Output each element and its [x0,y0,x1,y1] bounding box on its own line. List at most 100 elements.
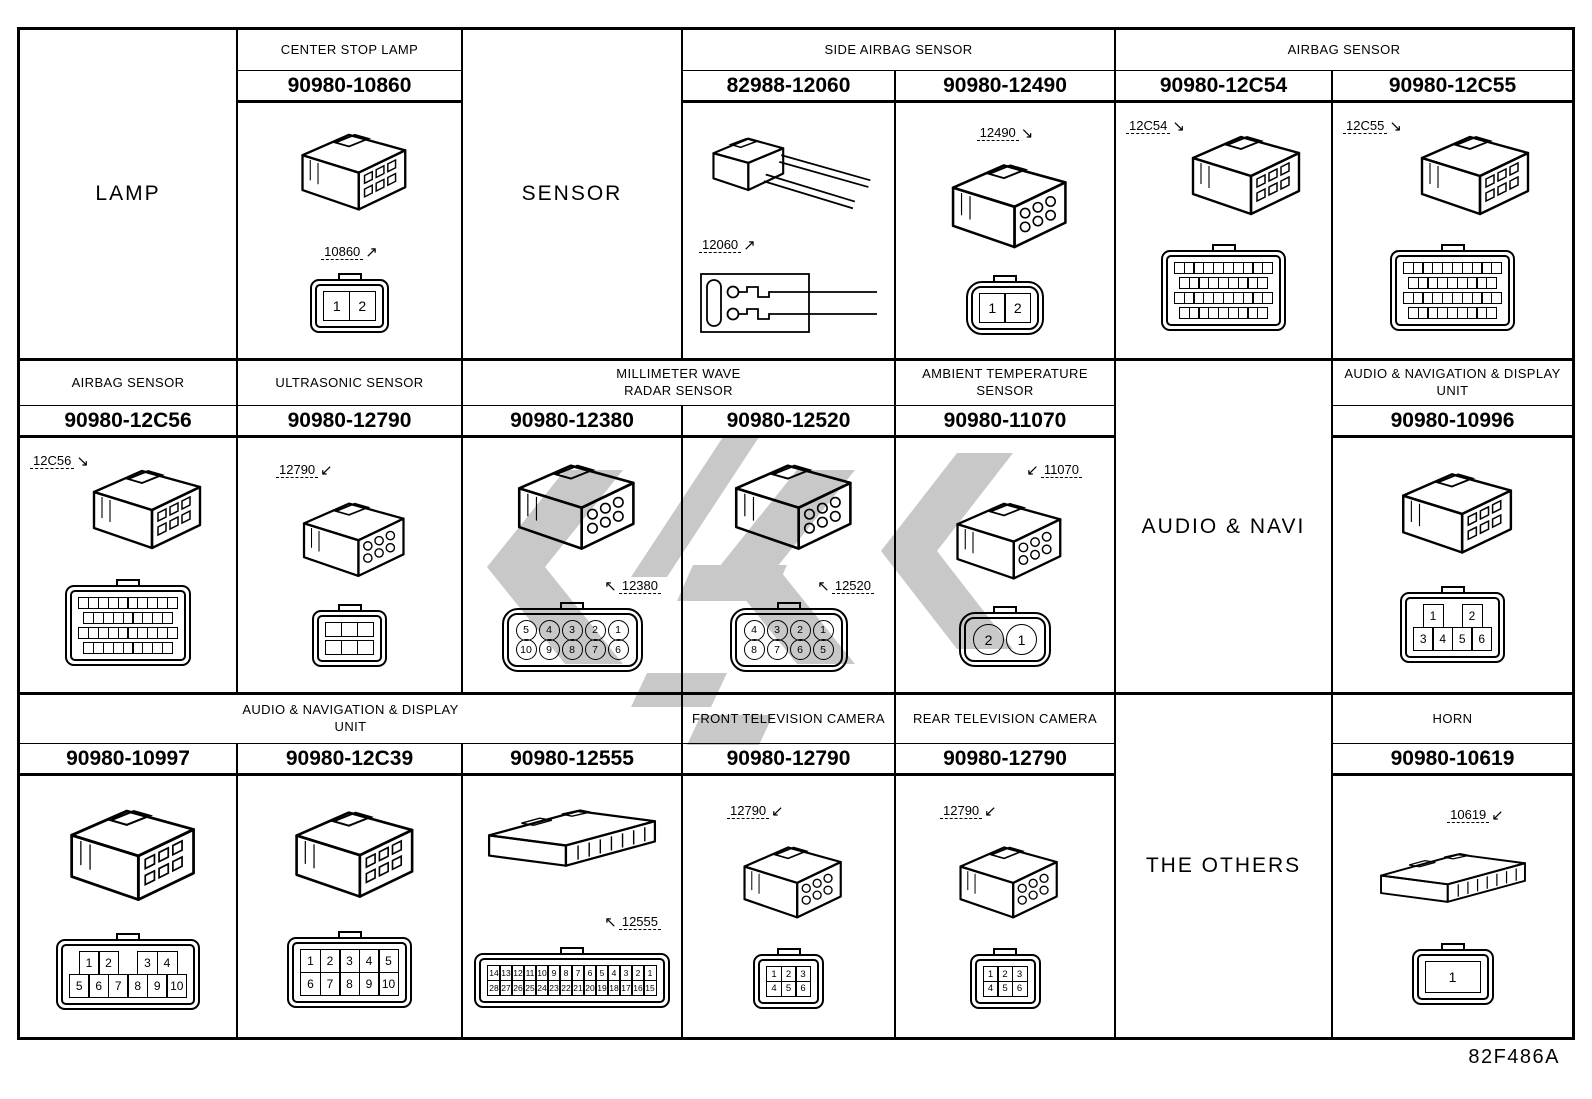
callout: 12490 ↘ [976,126,1033,141]
part-number: 90980-12790 [896,744,1114,776]
pin-cell: 3 [1412,626,1434,651]
pin-cell: 1 [78,951,100,976]
pin-cell: 5 [595,965,609,982]
pin-cell: 5 [997,980,1013,997]
group-header-label: AMBIENT TEMPERATURE [922,366,1088,382]
connector-illustration [78,464,208,564]
pin-cell: 1 [982,966,999,983]
arrow-down-left-icon: ↙ [1491,806,1504,824]
pin-cell: 6 [795,980,811,997]
group-horn: HORN 90980-10619 10619 ↙ 1 [1333,695,1572,1037]
callout: 10860 ↗ [321,245,378,260]
group-header: MILLIMETER WAVE RADAR SENSOR [463,361,894,406]
pin-cell [166,626,178,639]
drawing-code: 82F486A [1468,1046,1560,1068]
connector-illustration [1387,467,1519,569]
callout: ↖ 12520 [817,579,874,595]
connector-illustration [53,803,203,918]
callout: 12790 ↙ [727,804,784,820]
pin-cell: 2 [780,966,797,983]
category-label: LAMP [95,182,161,205]
pin-cell: 16 [631,979,645,996]
pin-round: 4 [743,619,765,641]
pin-cell [166,596,178,609]
illustration-area: 10619 ↙ 1 [1333,776,1572,1037]
pin-cell: 14 [487,965,501,982]
pin-row: 1 [1424,961,1481,994]
pin-cell: 1 [323,290,351,321]
part-cell: 82988-12060 12060 ↗ [683,71,896,358]
callout: ↖ 12380 [604,578,661,596]
group-header-label: ULTRASONIC SENSOR [275,374,424,390]
pin-cell: 1 [1422,604,1444,629]
terminal-schematic [699,272,877,333]
pin-cell: 6 [1011,980,1028,997]
group-audio-navigation-display-unit-row2: AUDIO & NAVIGATION & DISPLAY UNIT 90980-… [1333,361,1572,692]
callout: 12C55 ↘ [1343,119,1402,134]
part-number: 90980-12790 [683,744,894,776]
pin-round: 1 [812,619,834,641]
pin-cell: 19 [595,979,609,996]
pin-cell: 1 [978,293,1006,323]
pin-round: 4 [538,619,560,641]
arrow-down-left-icon: ↙ [984,803,997,821]
group-header-label: AUDIO & NAVIGATION & DISPLAY [1344,366,1561,382]
pin-cell: 9 [358,971,380,996]
category-cell-audio-navi: AUDIO & NAVI [1116,361,1333,692]
pin-cell [1486,307,1498,320]
part-cell: 90980-10619 10619 ↙ 1 [1333,744,1572,1037]
pin-row [325,640,374,655]
callout-label: 10619 [1447,808,1490,823]
callout-label: 12C55 [1343,119,1388,134]
group-audio-navigation-display-unit-row3: AUDIO & NAVIGATION & DISPLAY UNIT 90980-… [20,695,683,1037]
callout-label: 12790 [727,804,770,820]
part-number: 90980-10997 [20,744,236,776]
connector-illustration [936,158,1074,264]
pin-round: 5 [812,639,834,661]
pin-cell: 26 [511,979,525,996]
pin-cell: 10 [378,971,399,996]
pin-cell [161,611,173,624]
category-label: THE OTHERS [1145,854,1302,877]
pin-cell: 2 [631,965,645,982]
part-cell: 90980-12790 12790 ↙ [238,406,461,692]
part-number: 90980-12C39 [238,744,461,776]
pin-cell [325,640,343,655]
category-cell-lamp: LAMP [20,30,238,358]
pin-cell: 4 [1432,626,1454,651]
part-number: 90980-12520 [683,406,894,438]
part-number: 90980-12C54 [1116,71,1331,103]
part-number: 90980-12490 [896,71,1114,103]
pin-row [1407,307,1498,320]
pin-cell [1262,262,1274,275]
part-number: 90980-10860 [238,71,461,103]
pin-cell: 2 [1461,604,1483,629]
pin-row [1178,307,1269,320]
arrow-down-left-icon: ↙ [1026,461,1039,479]
group-header: FRONT TELEVISION CAMERA [683,695,894,744]
arrow-up-left-icon: ↖ [604,578,617,596]
connector-illustration [287,128,413,225]
pin-row [1402,292,1503,305]
pin-cell [341,622,358,637]
group-header-label: CENTER STOP LAMP [280,41,419,57]
pin-cell: 13 [499,965,513,982]
pin-cell: 2 [98,951,119,976]
connector-illustration [719,458,859,566]
